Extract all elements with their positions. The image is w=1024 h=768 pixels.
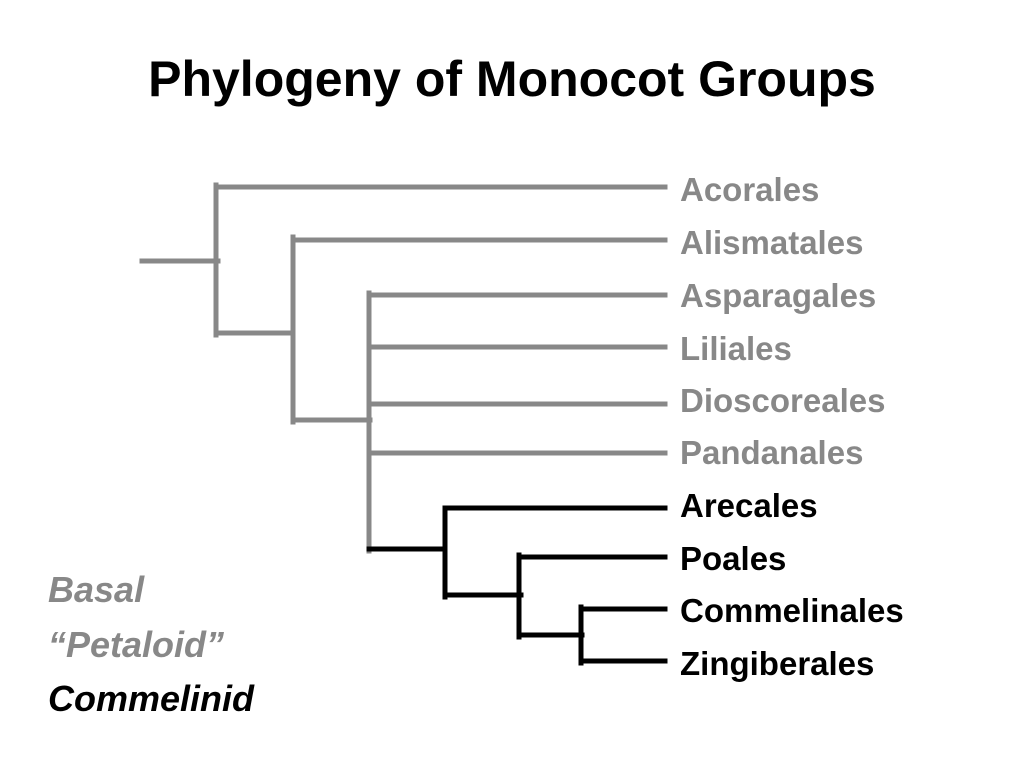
taxon-label-poales: Poales: [680, 540, 787, 577]
taxon-label-asparagales: Asparagales: [680, 277, 877, 314]
taxon-label-alismatales: Alismatales: [680, 224, 864, 261]
legend-petaloid: “Petaloid”: [48, 624, 225, 665]
legend-basal: Basal: [48, 569, 145, 610]
taxon-label-liliales: Liliales: [680, 330, 792, 367]
taxon-label-commelinales: Commelinales: [680, 592, 904, 629]
legend-commelinid: Commelinid: [48, 678, 255, 719]
slide-title: Phylogeny of Monocot Groups: [148, 51, 876, 107]
taxon-label-dioscoreales: Dioscoreales: [680, 382, 886, 419]
taxon-label-acorales: Acorales: [680, 171, 820, 208]
taxon-label-pandanales: Pandanales: [680, 434, 864, 471]
taxon-label-zingiberales: Zingiberales: [680, 645, 875, 682]
taxon-label-arecales: Arecales: [680, 487, 818, 524]
